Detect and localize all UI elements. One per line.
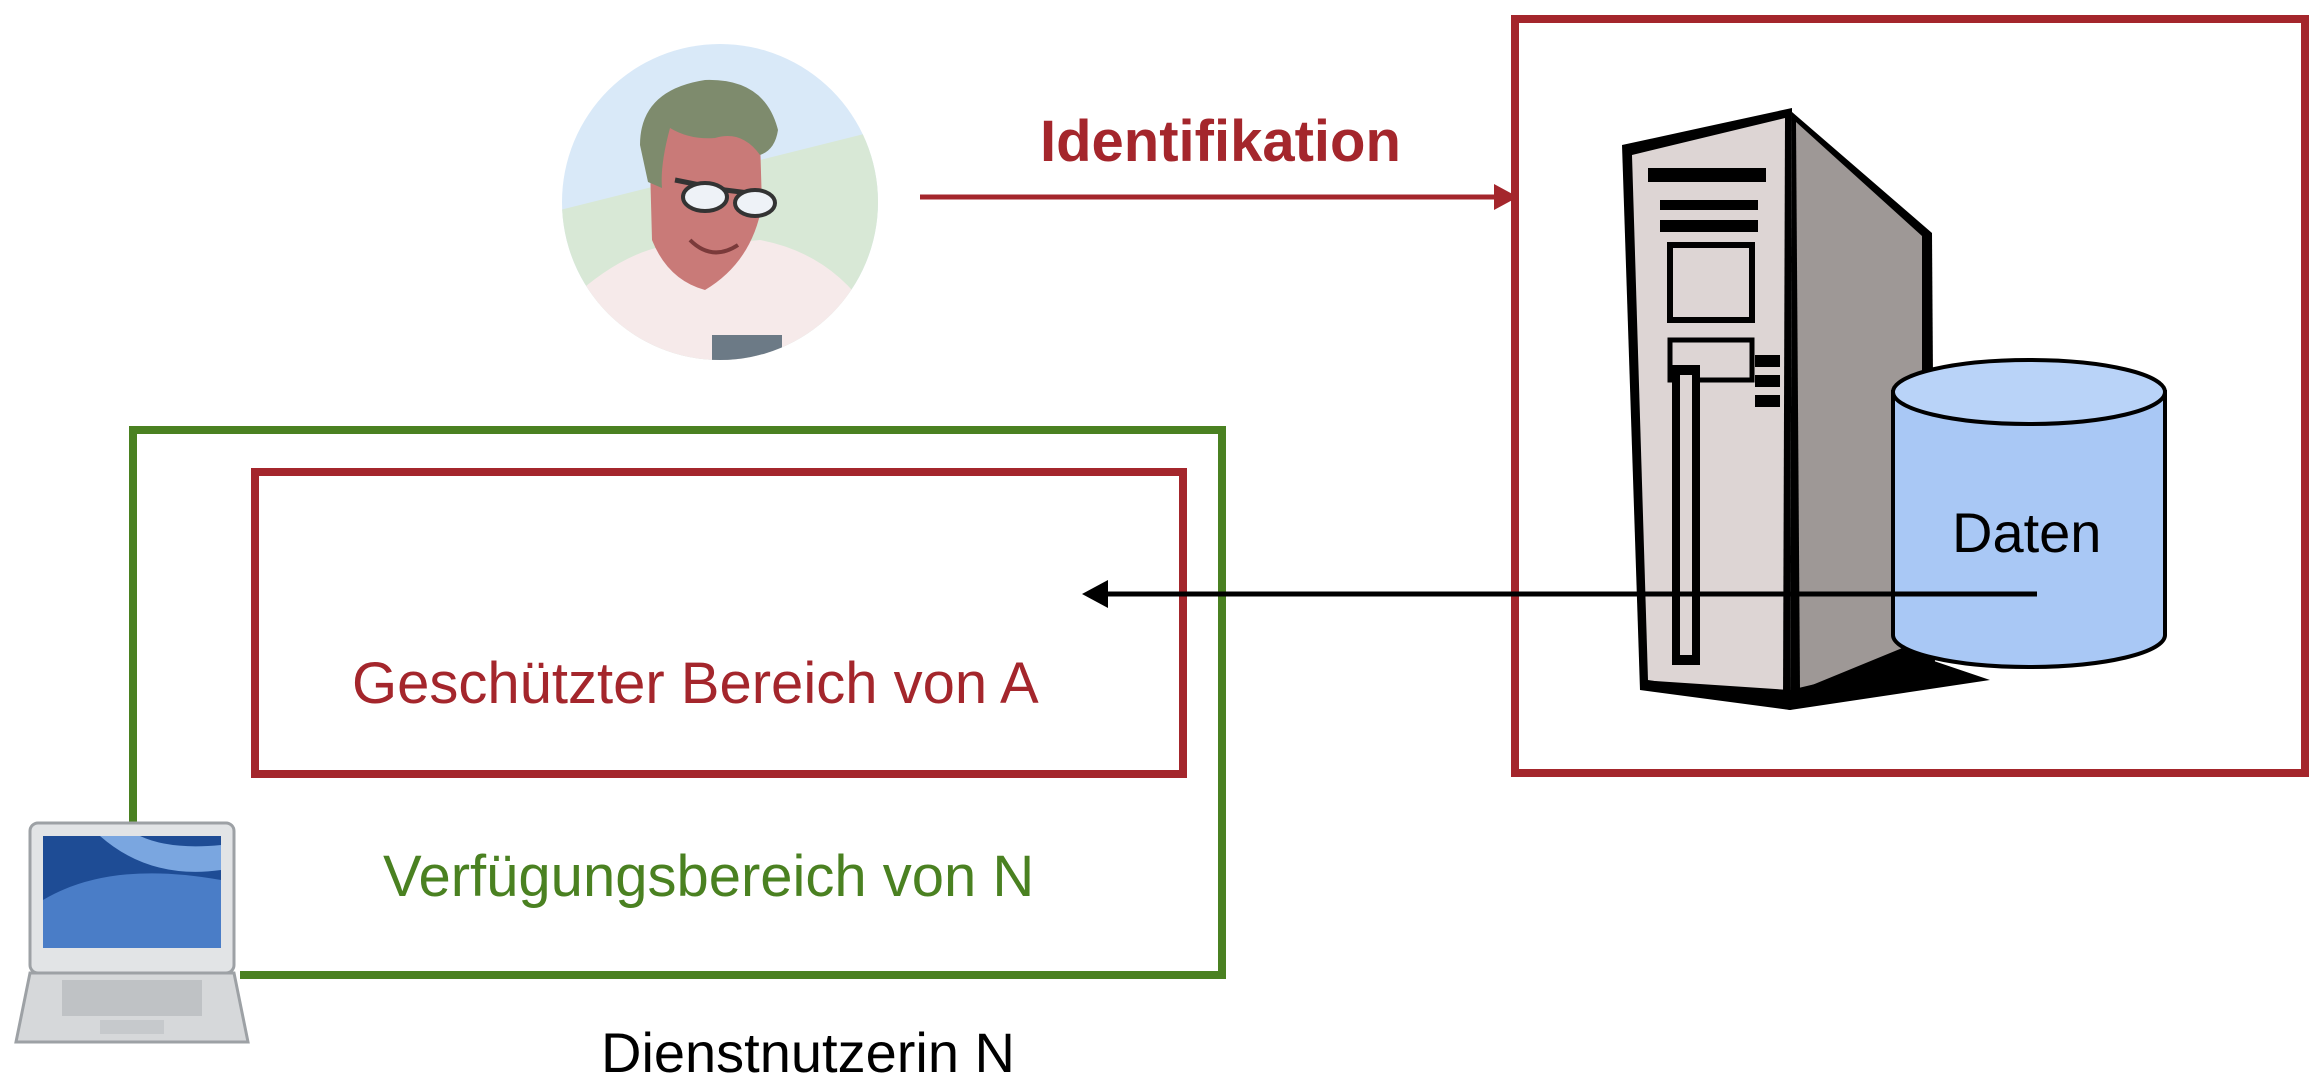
database-cylinder-icon [1891,358,2167,669]
disposal-area-frame [129,426,1226,979]
identification-arrow [920,184,1518,210]
server-area-frame [1511,15,2309,777]
laptop-icon [14,821,250,1044]
person-with-glasses-icon [562,44,878,360]
protected-area-frame [251,468,1187,778]
disposal-area-label: Verfügungsbereich von N [383,844,1035,909]
data-flow-arrow [1082,580,2037,608]
service-user-label: Dienstnutzerin N [601,1021,1015,1084]
identification-label: Identifikation [1040,109,1401,174]
data-store-label: Daten [1952,501,2102,564]
protected-area-label: Geschützter Bereich von A [352,651,1039,716]
